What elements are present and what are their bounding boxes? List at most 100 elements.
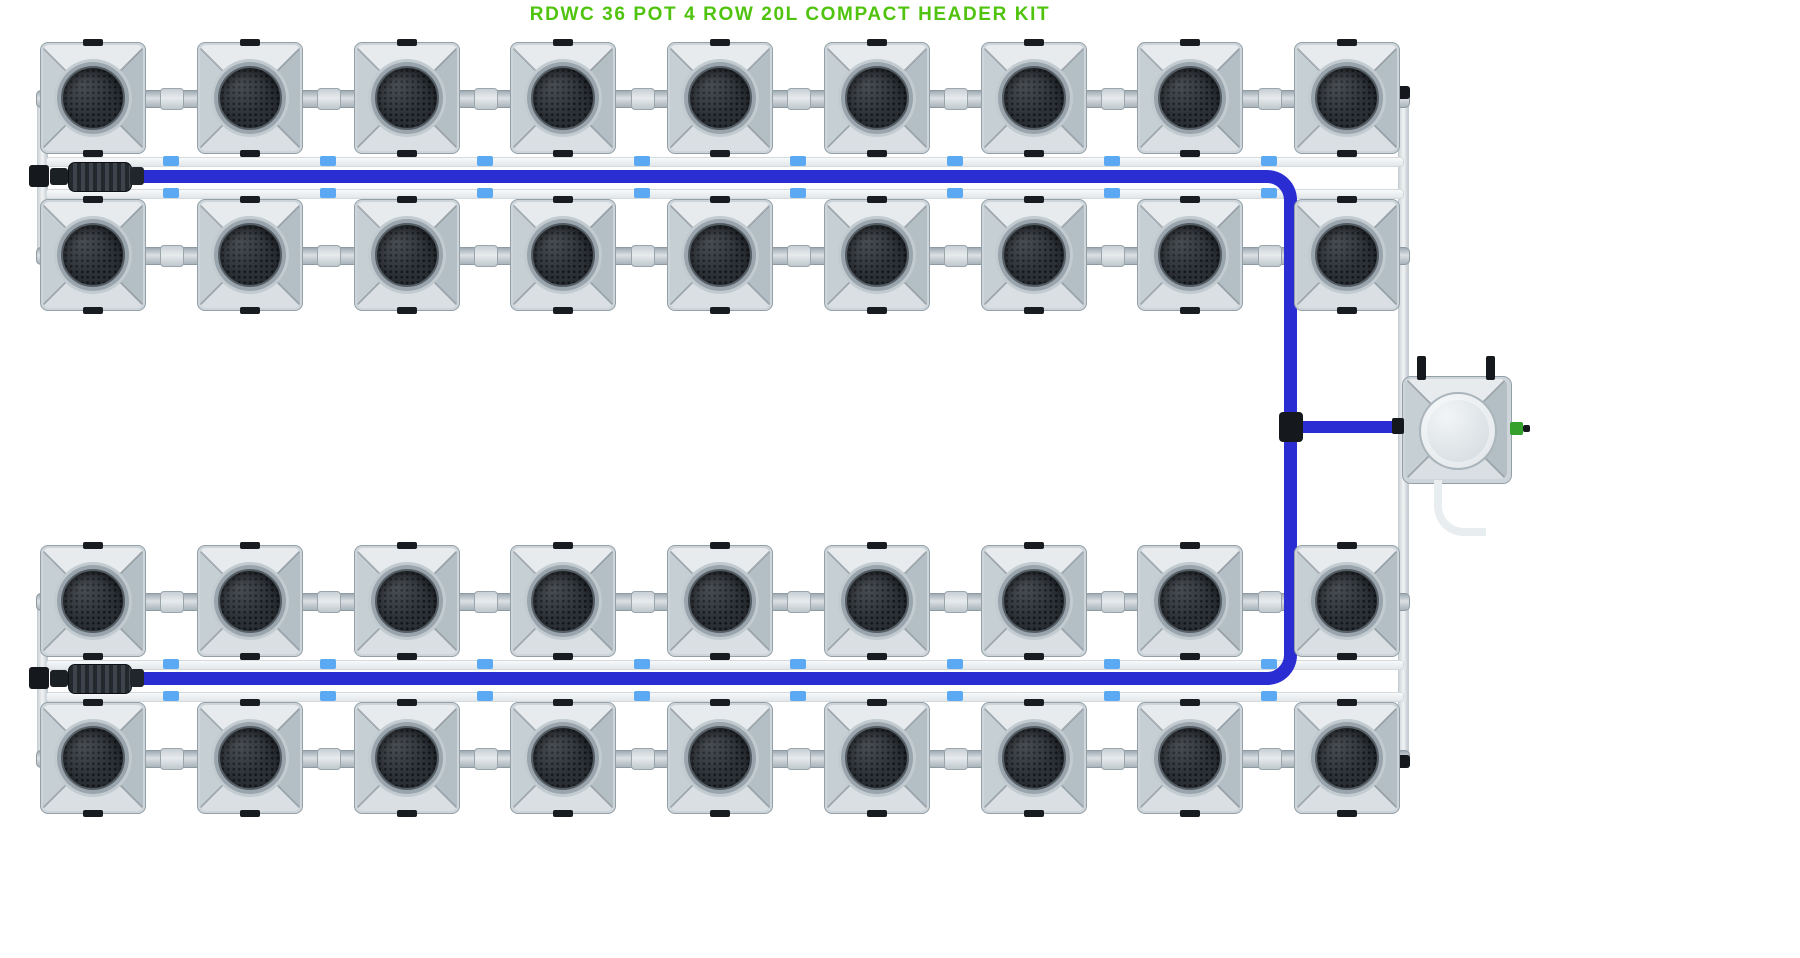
pipe-clip (1103, 188, 1120, 198)
lid-clip-top (866, 39, 887, 46)
lid-clip-top (83, 39, 103, 46)
pipe-clip (947, 188, 964, 198)
pot (980, 39, 1087, 157)
net-pot-lid (1001, 726, 1066, 790)
pot (353, 699, 460, 817)
net-pot-lid (374, 726, 439, 790)
net-pot-lid (217, 726, 282, 790)
lid-clip-bottom (553, 653, 574, 660)
lid-clip-bottom (83, 653, 103, 660)
pump-assembly (26, 160, 146, 194)
lid-clip-top (553, 699, 574, 706)
pipe-joint-sleeve (473, 245, 498, 267)
lid-clip-bottom (239, 150, 260, 157)
net-pot-lid (374, 66, 439, 130)
reservoir-inlet-fitting (1392, 418, 1404, 434)
pipe-joint-sleeve (160, 88, 185, 110)
net-pot-lid (217, 223, 282, 287)
pipe-joint-sleeve (1100, 88, 1125, 110)
pipe-clip (320, 691, 337, 701)
lid-clip-top (710, 196, 730, 203)
lid-clip-top (239, 699, 260, 706)
pipe-joint-sleeve (317, 88, 342, 110)
pipe-clip (163, 691, 180, 701)
lid-clip-bottom (710, 150, 730, 157)
net-pot-lid (1315, 66, 1379, 130)
net-pot-lid (1001, 66, 1066, 130)
reservoir-top-fitting (1417, 356, 1426, 380)
net-pot-lid (531, 66, 596, 130)
pipe-joint-sleeve (473, 88, 498, 110)
lid-clip-bottom (1180, 810, 1201, 817)
net-pot-lid (61, 66, 125, 130)
pump-outlet (130, 669, 144, 687)
pipe-clip (1260, 691, 1277, 701)
pipe-joint-sleeve (787, 748, 812, 770)
pipe-joint-sleeve (317, 245, 342, 267)
lid-clip-bottom (710, 307, 730, 314)
lid-clip-top (710, 699, 730, 706)
pot (40, 542, 146, 660)
net-pot-lid (688, 569, 752, 633)
lid-clip-top (83, 196, 103, 203)
net-pot-lid (531, 223, 596, 287)
pot (510, 196, 617, 314)
net-pot-lid (1158, 223, 1223, 287)
pot (40, 196, 146, 314)
bulkhead-fitting (29, 667, 49, 689)
net-pot-lid (374, 223, 439, 287)
lid-clip-bottom (710, 653, 730, 660)
lid-clip-bottom (1337, 307, 1357, 314)
net-pot-lid (1315, 726, 1379, 790)
return-pipe (46, 660, 1404, 670)
net-pot-lid (844, 223, 909, 287)
pot (1137, 196, 1244, 314)
lid-clip-top (396, 699, 417, 706)
pot (823, 39, 930, 157)
pot (510, 542, 617, 660)
lid-clip-top (239, 542, 260, 549)
lid-clip-bottom (866, 810, 887, 817)
net-pot-lid (217, 66, 282, 130)
pipe-clip (790, 691, 807, 701)
lid-clip-top (1337, 196, 1357, 203)
pipe-joint-sleeve (317, 748, 342, 770)
pipe-joint-sleeve (160, 245, 185, 267)
pot (196, 699, 303, 817)
pipe-clip (476, 156, 493, 166)
net-pot-lid (1315, 223, 1379, 287)
pipe-joint-sleeve (160, 748, 185, 770)
pipe-joint-sleeve (1257, 591, 1282, 613)
net-pot-lid (844, 569, 909, 633)
pot (196, 196, 303, 314)
net-pot-lid (61, 569, 125, 633)
reservoir-top-fitting (1486, 356, 1495, 380)
pipe-clip (476, 691, 493, 701)
lid-clip-top (396, 542, 417, 549)
pipe-joint-sleeve (944, 591, 969, 613)
lid-clip-bottom (1180, 307, 1201, 314)
pipe-clip (947, 659, 964, 669)
bulkhead-fitting (29, 165, 49, 187)
pipe-joint-sleeve (317, 591, 342, 613)
drain-hose (1434, 480, 1486, 536)
net-pot-lid (1158, 726, 1223, 790)
lid-clip-bottom (866, 307, 887, 314)
pot (40, 39, 146, 157)
lid-clip-top (239, 196, 260, 203)
pot (1137, 699, 1244, 817)
pipe-clip (163, 156, 180, 166)
pipe-clip (633, 156, 650, 166)
net-pot-lid (1001, 223, 1066, 287)
lid-clip-top (710, 542, 730, 549)
pipe-clip (320, 188, 337, 198)
pot (667, 196, 773, 314)
pot (980, 542, 1087, 660)
lid-clip-bottom (866, 150, 887, 157)
pump-assembly (26, 662, 146, 696)
lid-clip-top (83, 542, 103, 549)
pot (353, 39, 460, 157)
pipe-joint-sleeve (1100, 245, 1125, 267)
lid-clip-bottom (239, 307, 260, 314)
